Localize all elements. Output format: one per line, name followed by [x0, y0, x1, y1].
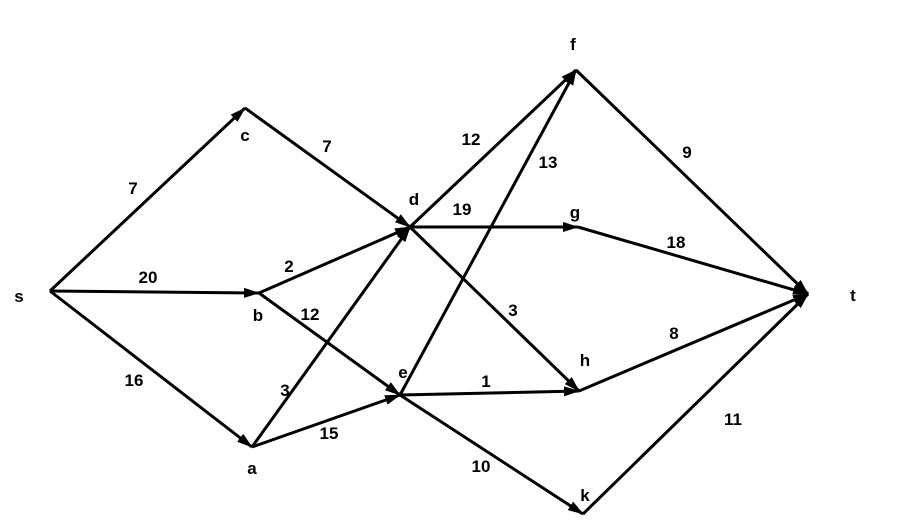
edges-layer: [48, 68, 810, 516]
edge-weight-s-b: 20: [139, 268, 158, 287]
edge-s-b-arrow: [49, 287, 260, 298]
edge-weight-k-t: 11: [724, 410, 742, 429]
node-label-s: s: [14, 287, 23, 306]
node-label-t: t: [850, 286, 856, 305]
edge-weight-s-a: 16: [125, 371, 144, 390]
edge-weight-h-t: 8: [669, 324, 678, 343]
edge-k-t-arrow: [581, 292, 810, 516]
edge-s-a-arrow: [49, 289, 253, 449]
edge-weight-b-e: 12: [301, 305, 320, 324]
edge-labels-layer: 7 20 16 7 2 12 3 15 12 19 3 13 1 10 9 18 8 11: [125, 130, 742, 476]
edge-weight-f-t: 9: [682, 143, 691, 162]
edge-a-e-arrow: [251, 393, 401, 449]
edge-h-t-arrow: [578, 292, 809, 393]
node-label-b: b: [253, 306, 263, 325]
edge-weight-a-e: 15: [320, 424, 339, 443]
edge-weight-d-g: 19: [453, 200, 472, 219]
edge-a-d-arrow: [250, 226, 412, 448]
edge-e-k-arrow: [399, 393, 584, 516]
edge-weight-a-d: 3: [280, 381, 289, 400]
node-label-f: f: [570, 35, 576, 54]
edge-weight-e-k: 10: [472, 457, 491, 476]
edge-g-t-arrow: [577, 225, 809, 296]
edge-weight-s-c: 7: [128, 179, 137, 198]
edge-e-h-arrow: [399, 386, 580, 397]
edge-f-t-arrow: [574, 68, 810, 296]
node-label-d: d: [409, 190, 419, 209]
edge-d-f-arrow: [408, 68, 578, 229]
edge-weight-b-d: 2: [284, 257, 293, 276]
edge-weight-e-f: 13: [539, 153, 558, 172]
node-label-k: k: [580, 486, 590, 505]
node-label-h: h: [580, 351, 590, 370]
edge-weight-g-t: 18: [667, 233, 686, 252]
edge-weight-d-h: 3: [508, 301, 517, 320]
edge-c-d-arrow: [244, 106, 411, 229]
node-labels-layer: s c b a d e f g h k t: [14, 35, 856, 505]
edge-weight-d-f: 12: [462, 130, 481, 149]
node-label-a: a: [247, 459, 257, 478]
edge-weight-e-h: 1: [481, 372, 490, 391]
node-label-c: c: [240, 126, 249, 145]
edge-b-d-arrow: [258, 225, 411, 295]
edge-b-e-arrow: [258, 291, 401, 397]
edge-d-h-arrow: [408, 225, 581, 393]
edge-e-f-arrow: [398, 69, 578, 396]
edge-weight-c-d: 7: [322, 137, 331, 156]
edge-s-c-arrow: [48, 106, 247, 293]
node-label-e: e: [398, 363, 407, 382]
node-label-g: g: [570, 203, 580, 222]
